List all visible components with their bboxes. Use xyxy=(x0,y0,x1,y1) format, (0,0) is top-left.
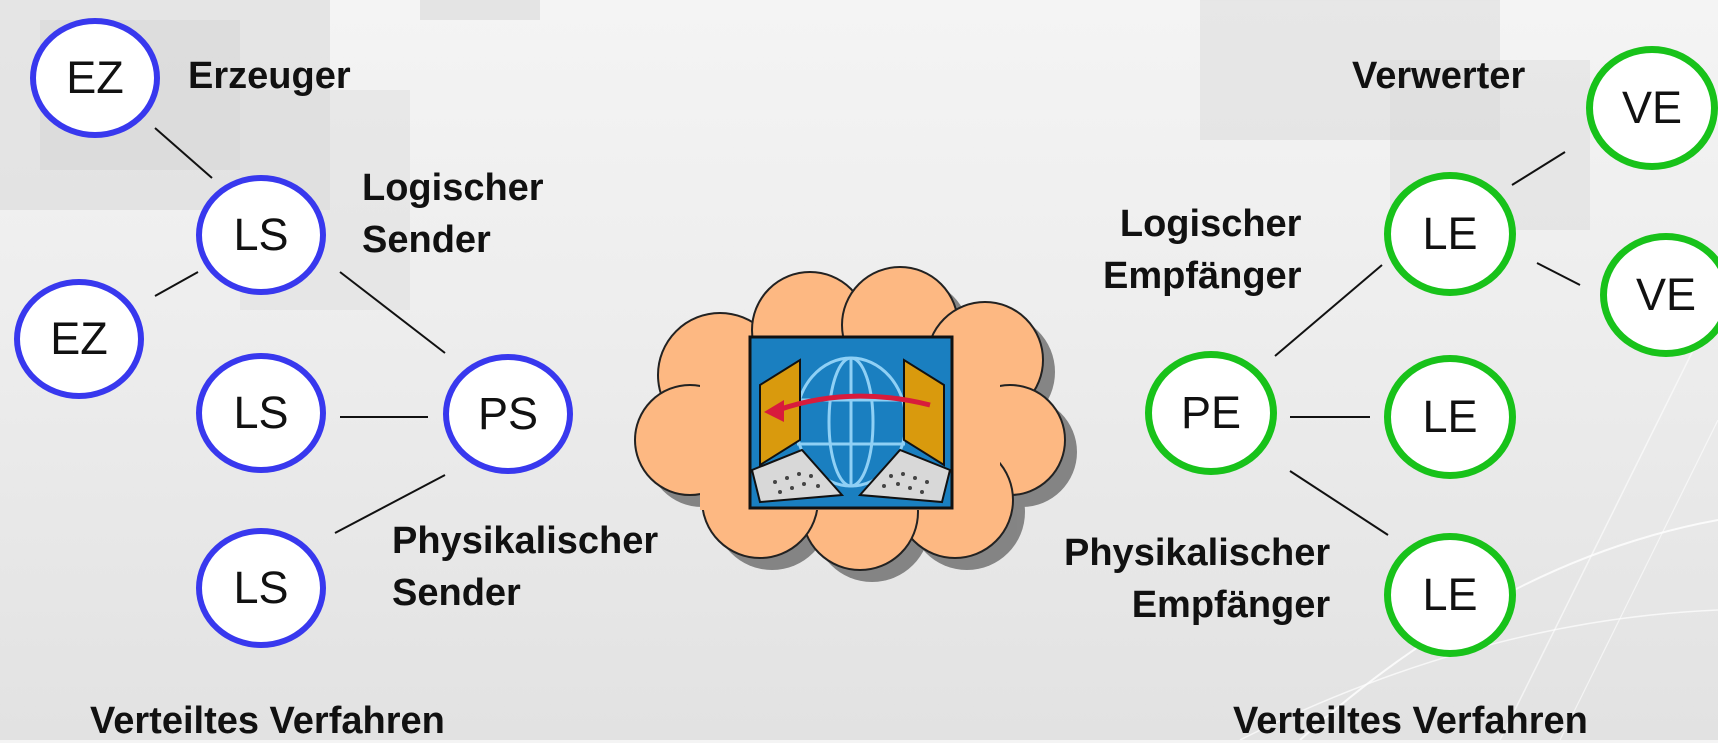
node-ps: PS xyxy=(443,354,573,474)
edge-ez1-ls1 xyxy=(154,127,213,179)
edge-ls3-ps xyxy=(334,474,446,534)
label-verwerter: Verwerter xyxy=(1352,55,1526,97)
label-erzeuger: Erzeuger xyxy=(188,55,351,97)
node-ls-1: LS xyxy=(196,175,326,295)
node-le-2: LE xyxy=(1384,355,1516,479)
edge-le1-ve2 xyxy=(1536,262,1581,286)
label-logischer-empfaenger: Logischer Empfänger xyxy=(1103,203,1302,297)
node-ez-1: EZ xyxy=(30,18,160,138)
label-physikalischer-sender: Physikalischer Sender xyxy=(392,520,659,614)
node-le-1: LE xyxy=(1384,172,1516,296)
node-ve-2: VE xyxy=(1600,233,1718,357)
edge-pe-le1 xyxy=(1274,264,1383,357)
node-ve-1: VE xyxy=(1586,46,1718,170)
node-ls-2: LS xyxy=(196,353,326,473)
node-le-3: LE xyxy=(1384,533,1516,657)
edge-ls1-ps xyxy=(339,271,446,354)
node-ez-2: EZ xyxy=(14,279,144,399)
edge-le1-ve1 xyxy=(1511,151,1566,186)
footer-receiver: Verteiltes Verfahren xyxy=(1233,700,1588,742)
footer-sender: Verteiltes Verfahren xyxy=(90,700,445,742)
node-ls-3: LS xyxy=(196,528,326,648)
label-physikalischer-empfaenger: Physikalischer Empfänger xyxy=(1064,532,1331,626)
edge-ez2-ls1 xyxy=(154,271,199,297)
edge-pe-le3 xyxy=(1289,470,1389,536)
label-logischer-sender: Logischer Sender xyxy=(362,167,544,261)
node-pe: PE xyxy=(1145,351,1277,475)
